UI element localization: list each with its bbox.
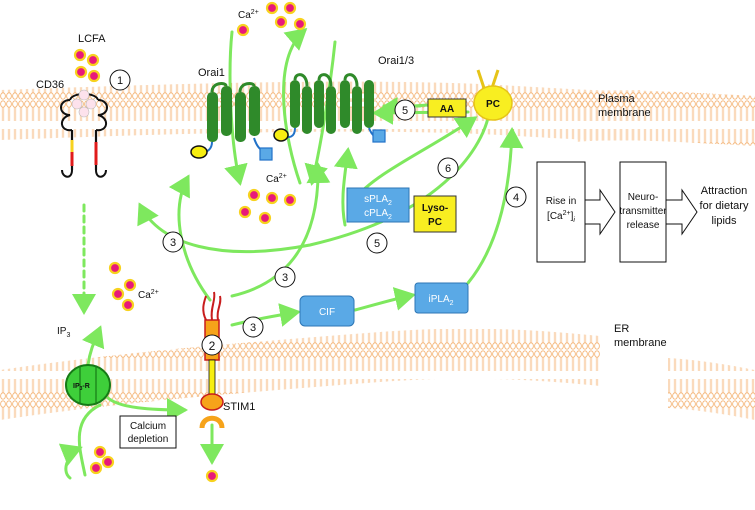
rise-in-ca-box: [536, 161, 586, 263]
arrow-layer: [58, 28, 524, 480]
step-1-label: 1: [117, 75, 123, 87]
calcium-cluster-bottom: [89, 445, 219, 483]
calcium-cluster-left: [108, 261, 137, 312]
neuro-line2: transmitter: [619, 206, 667, 217]
cd36-label: CD36: [36, 79, 64, 91]
rise-in-ca-line2: [Ca2+]i: [547, 210, 575, 224]
spla2-label: sPLA2: [364, 194, 392, 207]
step-5b-label: 5: [374, 238, 380, 250]
pc-label: PC: [486, 99, 500, 110]
arrow-cif-to-ipla2: [353, 287, 416, 312]
step-6-label: 6: [445, 163, 451, 175]
orai1-channel: [190, 82, 273, 161]
attraction-line1: Attraction: [701, 185, 747, 197]
arrow-step3-to-orai13: [230, 162, 331, 298]
er-membrane-label-1: ER: [614, 323, 629, 335]
ca-top-label: Ca2+: [238, 9, 259, 21]
calcium-depletion-box: [119, 415, 177, 449]
rise-in-ca-line1: Rise in: [546, 196, 577, 207]
er-membrane: [0, 328, 755, 420]
arrow-spla2-up: [333, 147, 358, 227]
lyso-pc-line1: Lyso-: [422, 203, 448, 214]
ip3-receptor: [65, 364, 111, 406]
ca-left-label: Ca2+: [138, 289, 159, 301]
lyso-pc-box: [413, 195, 457, 233]
aa-label: AA: [440, 104, 454, 115]
spla2-cpla2-box: [346, 187, 410, 223]
block-arrow-2: [665, 188, 698, 236]
block-arrow-1: [584, 188, 616, 236]
cd36-receptor: [60, 89, 108, 178]
lcfa-label: LCFA: [78, 33, 106, 45]
arrow-ip3r-release: [81, 325, 105, 367]
attraction-line3: lipids: [711, 215, 737, 227]
orai13-label: Orai1/3: [378, 55, 414, 67]
ca-mid-label: Ca2+: [266, 173, 287, 185]
orai1-label: Orai1: [198, 67, 225, 79]
stim1-label: STIM1: [223, 401, 255, 413]
step-3c-label: 3: [250, 322, 256, 334]
calcium-cluster-top: [236, 1, 307, 37]
arrow-ipla2-to-pc: [466, 127, 524, 285]
cpla2-label: cPLA2: [364, 208, 392, 221]
lyso-pc-line2: PC: [428, 217, 442, 228]
ip3r-label: IP3-R: [73, 383, 90, 392]
step-2-label: 2: [209, 339, 216, 353]
step-3b-label: 3: [282, 272, 288, 284]
stim1-protein: [199, 291, 225, 429]
pc-lipid: [473, 69, 513, 121]
step-3a-label: 3: [170, 237, 176, 249]
calcium-depletion-line2: depletion: [128, 434, 169, 445]
step-circles: [109, 69, 527, 356]
plasma-membrane-label-1: Plasma: [598, 93, 636, 105]
step-5a-label: 5: [402, 105, 408, 117]
plasma-membrane-label-2: membrane: [598, 107, 651, 119]
calcium-cluster-mid: [238, 188, 297, 225]
attraction-line2: for dietary: [700, 200, 749, 212]
step-4-label: 4: [513, 192, 519, 204]
neuro-line1: Neuro-: [628, 192, 659, 203]
orai13-channel: [273, 73, 386, 143]
arrow-ca-return-b: [58, 443, 83, 480]
arrow-step3-to-cif: [230, 303, 301, 327]
arrow-step3-to-orai1: [168, 174, 212, 302]
aa-box: [427, 98, 467, 118]
arrow-ip3r-to-stim1: [106, 396, 188, 422]
neuro-line3: release: [627, 220, 660, 231]
cif-box: [299, 295, 355, 327]
cif-label: CIF: [319, 307, 335, 318]
neurotransmitter-box: [619, 161, 667, 263]
ipla2-box: [414, 282, 469, 314]
ipla2-label: iPLA2: [428, 294, 453, 307]
ip3-label: IP3: [57, 326, 70, 339]
calcium-depletion-line1: Calcium: [130, 421, 166, 432]
er-membrane-label-2: membrane: [614, 337, 667, 349]
lcfa-molecules: [73, 48, 101, 83]
arrow-ca-return-a: [77, 403, 102, 477]
arrow-ca-loop: [282, 28, 308, 185]
